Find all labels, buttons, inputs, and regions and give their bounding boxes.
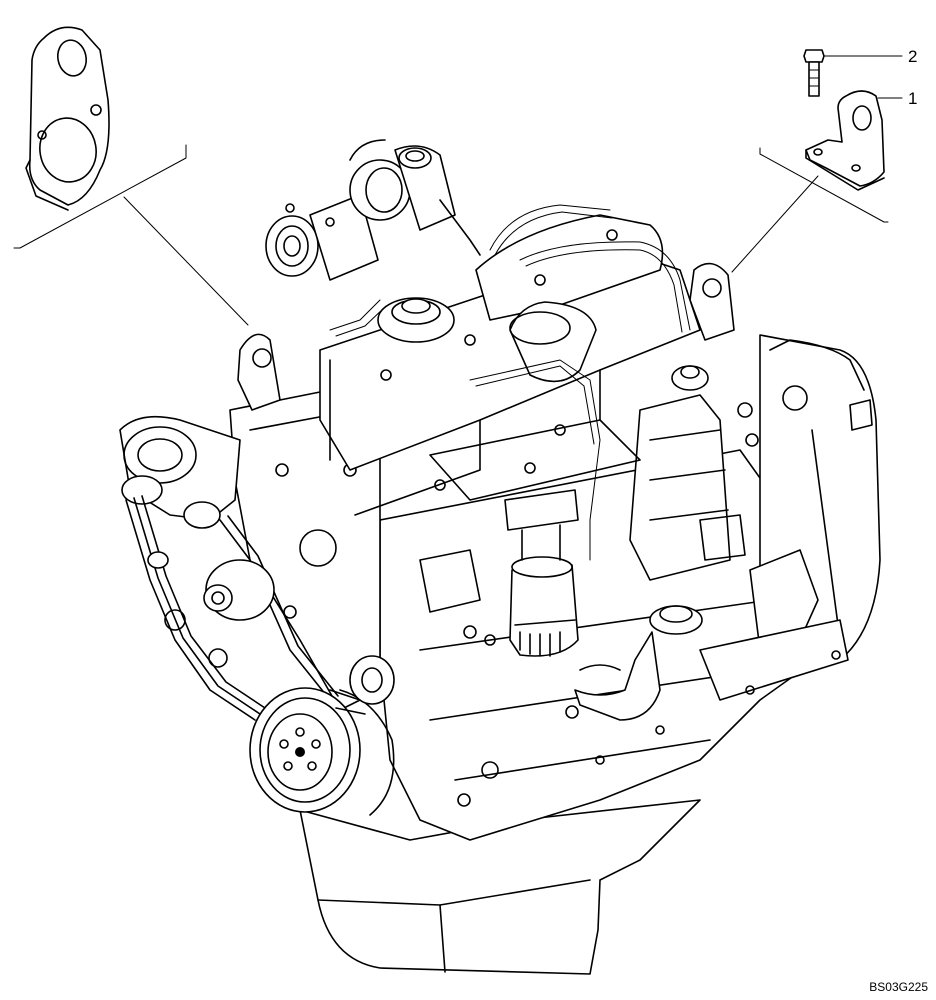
callout-leader-lines <box>823 55 903 99</box>
oil-pan-icon <box>299 799 701 975</box>
lifting-bracket-icon <box>805 90 885 191</box>
callout-number-2: 2 <box>908 47 917 66</box>
injection-pump-icon <box>629 394 731 581</box>
callout-number-1: 1 <box>908 89 917 108</box>
leader-lines-right <box>731 147 889 273</box>
tensioner-pulley-icon <box>349 655 395 705</box>
crankshaft-pulley-icon <box>249 687 395 816</box>
figure-code: BS03G225 <box>869 980 928 994</box>
bolt-icon <box>803 49 825 97</box>
oil-cap-icon <box>377 297 455 343</box>
fuel-filter-icon <box>504 489 579 657</box>
belt-drive-icon <box>119 415 339 721</box>
engine-assembly-icon <box>119 139 881 975</box>
fuel-lines-icon <box>329 204 691 561</box>
turbocharger-icon <box>265 139 481 281</box>
rear-lifting-plate-icon <box>25 26 110 211</box>
oil-filler-neck-icon <box>574 605 703 721</box>
leader-lines-left <box>13 144 249 326</box>
